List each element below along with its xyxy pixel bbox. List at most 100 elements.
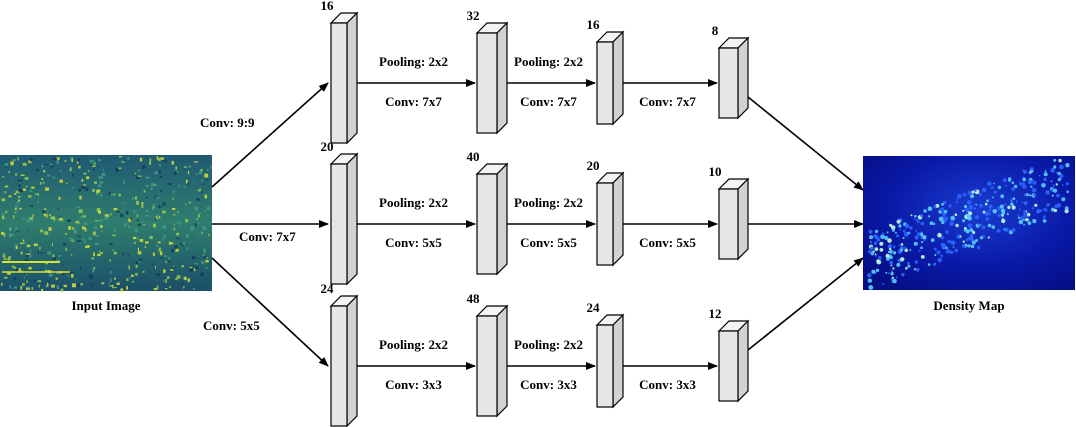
- density-point: [918, 249, 921, 252]
- density-point: [964, 205, 968, 209]
- input-image-pixel: [14, 195, 16, 197]
- feature-block-front-face: [718, 188, 739, 260]
- input-image-pixel: [18, 188, 22, 192]
- input-image-pixel: [199, 187, 202, 190]
- input-image-pixel: [16, 201, 20, 204]
- input-image-pixel: [145, 176, 150, 179]
- density-point: [1032, 219, 1035, 222]
- density-point: [1025, 193, 1029, 197]
- feature-block: [595, 171, 625, 267]
- input-image-pixel: [194, 263, 198, 265]
- density-point: [899, 229, 902, 231]
- input-image-pixel: [19, 188, 23, 193]
- density-point: [987, 223, 992, 228]
- density-point: [868, 249, 872, 254]
- input-image-pixel: [202, 226, 207, 231]
- input-image-pixel: [188, 165, 192, 168]
- pooling-label: Pooling: 2x2: [379, 337, 448, 352]
- density-point: [888, 255, 893, 260]
- density-point: [1010, 202, 1014, 206]
- density-point: [1015, 200, 1019, 203]
- input-image-pixel: [134, 228, 138, 233]
- input-image-pixel: [45, 231, 49, 235]
- density-point: [978, 223, 981, 227]
- density-point: [913, 241, 918, 246]
- density-point: [885, 253, 890, 258]
- density-point: [962, 209, 965, 212]
- density-point: [900, 243, 904, 246]
- input-image-pixel: [81, 179, 84, 182]
- input-image-pixel: [14, 207, 17, 211]
- input-image-pixel: [42, 165, 43, 168]
- density-point: [889, 249, 893, 254]
- density-point: [874, 229, 879, 234]
- input-image-pixel: [2, 199, 5, 201]
- input-image-pixel: [13, 215, 15, 219]
- input-image-pixel: [113, 208, 118, 211]
- density-point: [915, 218, 918, 221]
- input-image-pixel: [29, 158, 32, 162]
- density-point: [1030, 185, 1033, 188]
- input-image-pixel: [182, 244, 185, 247]
- input-image-pixel: [139, 157, 143, 162]
- input-image-pixel: [33, 279, 36, 282]
- density-point: [1011, 181, 1015, 184]
- input-image-pixel: [25, 287, 30, 290]
- input-image-pixel: [4, 185, 9, 188]
- input-image-pixel: [193, 268, 196, 272]
- input-image-pixel: [173, 266, 176, 270]
- channel-count-label: 40: [467, 149, 480, 164]
- density-point: [909, 226, 913, 230]
- input-image-pixel: [92, 231, 97, 236]
- input-image-pixel: [4, 191, 7, 194]
- input-image-pixel: [137, 175, 142, 177]
- input-image-pixel: [192, 180, 194, 183]
- input-image-pixel: [51, 284, 55, 288]
- feature-block-side-face: [346, 152, 358, 286]
- input-image-pixel: [114, 277, 116, 280]
- density-point: [890, 272, 894, 276]
- input-image-pixel: [182, 185, 186, 188]
- input-image-pixel: [69, 167, 72, 172]
- input-image-pixel: [203, 210, 207, 212]
- density-point: [1029, 167, 1034, 172]
- density-point: [1045, 190, 1050, 195]
- density-point: [999, 204, 1004, 209]
- input-image-pixel: [137, 169, 141, 172]
- density-point: [945, 249, 951, 254]
- density-point: [1007, 212, 1009, 215]
- density-point: [876, 237, 881, 242]
- input-image-pixel: [144, 246, 146, 248]
- input-image-pixel: [121, 160, 123, 164]
- density-point: [934, 254, 937, 256]
- input-image-pixel: [186, 247, 188, 251]
- density-point: [969, 228, 974, 232]
- input-image-pixel: [110, 193, 114, 196]
- input-image-pixel: [115, 168, 119, 173]
- density-point: [927, 206, 933, 211]
- input-image-pixel: [125, 210, 129, 215]
- input-image-pixel: [90, 163, 95, 166]
- density-point: [952, 246, 955, 248]
- feature-block: [475, 162, 509, 276]
- input-image-pixel: [59, 169, 62, 172]
- input-image-pixel: [13, 159, 16, 161]
- input-image-pixel: [91, 257, 94, 260]
- input-image-pixel: [86, 176, 90, 180]
- pooling-label: Pooling: 2x2: [514, 337, 583, 352]
- density-point: [967, 223, 973, 228]
- density-point: [894, 231, 897, 234]
- input-image-pixel: [110, 270, 112, 274]
- input-image-pixel: [17, 157, 19, 161]
- input-image-pixel: [58, 196, 61, 200]
- input-image-pixel: [115, 168, 119, 170]
- input-image-pixel: [50, 163, 52, 166]
- input-image-pixel: [20, 251, 23, 255]
- input-image-pixel: [18, 199, 20, 202]
- input-image-pixel: [22, 188, 26, 191]
- input-image-pixel: [111, 249, 115, 252]
- feature-block: [717, 36, 750, 120]
- density-point: [1005, 184, 1008, 187]
